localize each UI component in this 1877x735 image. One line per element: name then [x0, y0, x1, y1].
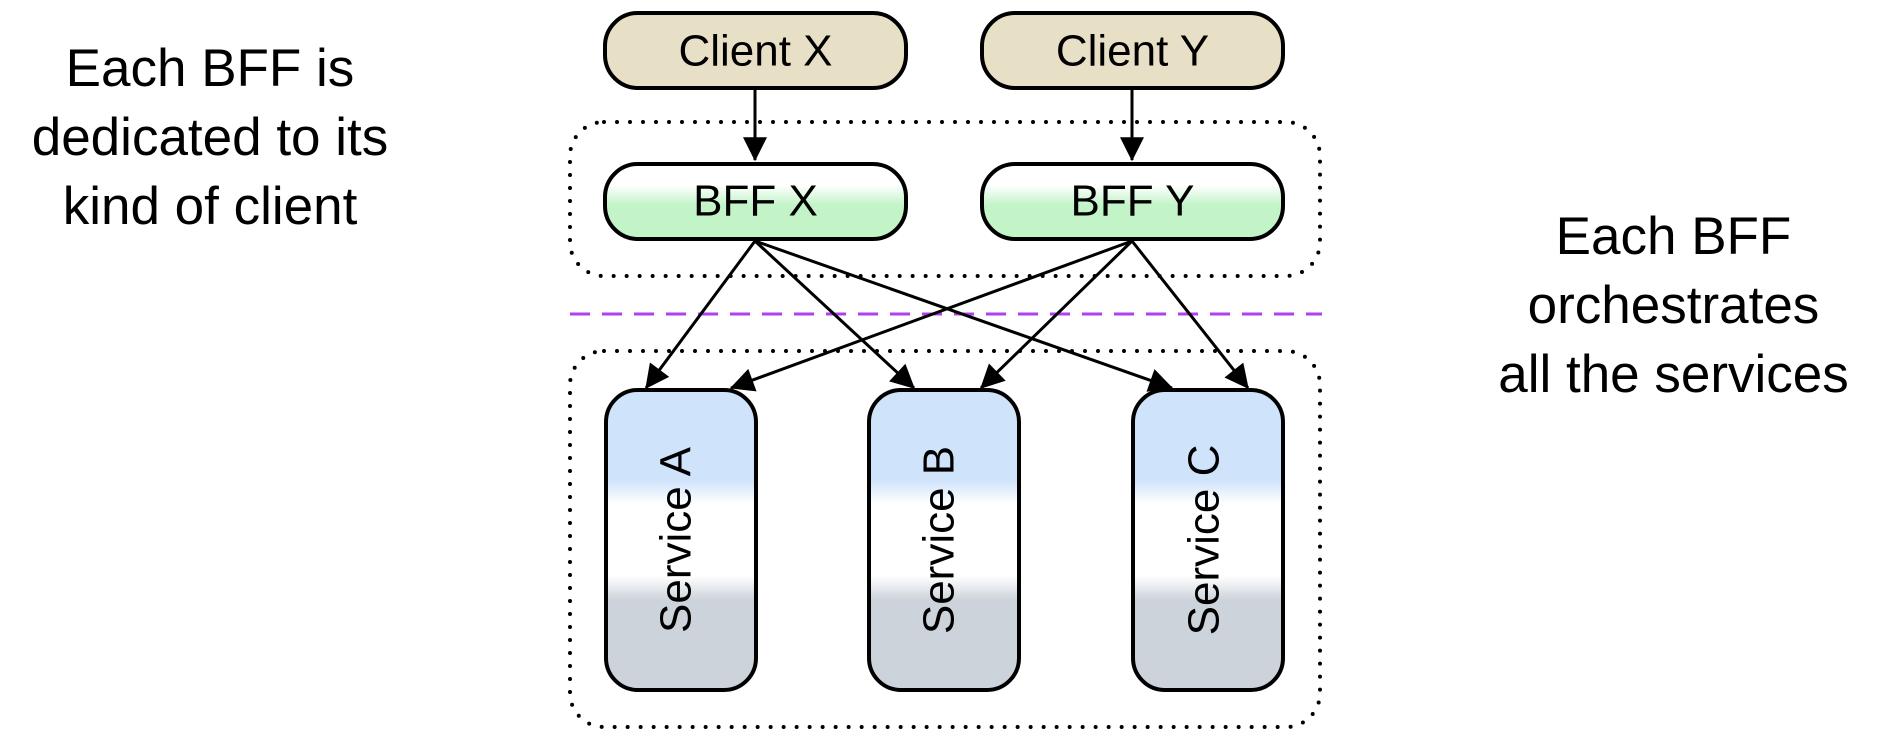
annotation-right-line-1: Each BFF [1555, 207, 1792, 266]
connector-bff-x-to-service-b [753, 239, 916, 390]
service-b-node: Service B [867, 388, 1021, 692]
connector-bff-y-to-service-a [729, 239, 1133, 392]
bff-y-node: BFF Y [980, 162, 1285, 241]
annotation-left-line-3: kind of client [62, 177, 358, 236]
connector-bff-x-to-service-a [644, 240, 757, 389]
connector-bff-y-to-service-c [1130, 240, 1250, 389]
connector-bff-y-to-service-b [979, 239, 1134, 390]
annotation-right: Each BFF orchestrates all the services [1470, 202, 1877, 409]
client-x-label: Client X [678, 27, 832, 76]
service-c-label: Service C [1180, 445, 1229, 636]
client-x-node: Client X [603, 11, 908, 90]
client-y-label: Client Y [1056, 27, 1209, 76]
annotation-left-line-2: dedicated to its [31, 108, 389, 167]
service-a-label: Service A [652, 446, 701, 633]
bff-x-label: BFF X [693, 177, 818, 226]
service-c-node: Service C [1131, 388, 1285, 692]
service-b-label: Service B [915, 446, 964, 634]
client-y-node: Client Y [980, 11, 1285, 90]
annotation-right-line-2: orchestrates [1527, 276, 1820, 335]
bff-y-label: BFF Y [1071, 177, 1195, 226]
service-a-node: Service A [604, 388, 758, 692]
bff-x-node: BFF X [603, 162, 908, 241]
annotation-left: Each BFF is dedicated to its kind of cli… [0, 34, 420, 241]
annotation-right-line-3: all the services [1498, 345, 1849, 404]
connector-bff-x-to-service-c [754, 239, 1174, 392]
bff-group-box [568, 120, 1322, 278]
annotation-left-line-1: Each BFF is [65, 39, 355, 98]
